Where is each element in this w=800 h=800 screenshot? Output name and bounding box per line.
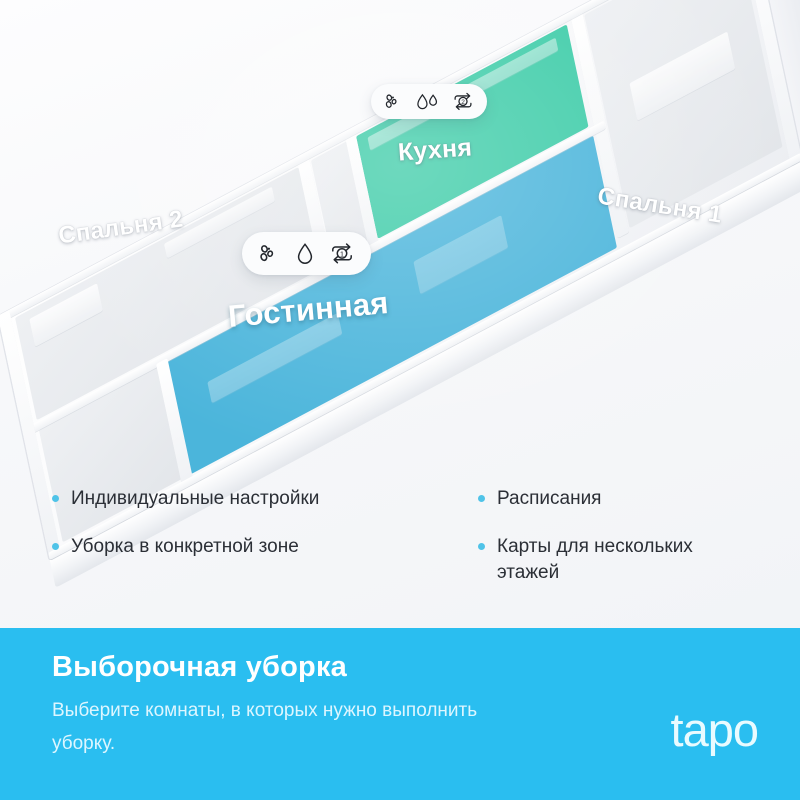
list-item[interactable]: Индивидуальные настройки: [52, 486, 400, 512]
feature-label: Индивидуальные настройки: [71, 488, 320, 509]
repeat-count-kitchen: 2: [461, 99, 465, 106]
feature-column-left: Индивидуальные настройки Уборка в конкре…: [0, 486, 400, 628]
isometric-floorplan: [0, 0, 800, 588]
bullet-dot-icon: [478, 495, 485, 502]
suction-dust-icon[interactable]: [257, 241, 282, 266]
banner-subtitle: Выберите комнаты, в которых нужно выполн…: [52, 700, 478, 754]
feature-column-right: Расписания Карты для нескольких этажей: [0, 486, 800, 608]
repeat-count-living: 1: [340, 250, 344, 259]
water-drop-icon[interactable]: [414, 91, 441, 112]
feature-label: Расписания: [497, 488, 602, 509]
repeat-icon[interactable]: 1: [328, 241, 356, 266]
bullet-dot-icon: [52, 543, 59, 550]
bottom-banner: Выборочная уборка Выберите комнаты, в ко…: [0, 628, 800, 800]
list-item[interactable]: Карты для нескольких этажей: [478, 534, 800, 586]
water-drop-icon[interactable]: [295, 241, 315, 266]
feature-label: Уборка в конкретной зоне: [71, 536, 299, 557]
repeat-icon[interactable]: 2: [451, 91, 475, 112]
cleaning-mode-badge-kitchen[interactable]: 2: [371, 84, 487, 119]
banner-title: Выборочная уборка: [52, 651, 348, 683]
bullet-dot-icon: [478, 543, 485, 550]
feature-label: Карты для нескольких этажей: [497, 536, 693, 583]
feature-bullet-list: Индивидуальные настройки Уборка в конкре…: [0, 486, 800, 628]
cleaning-mode-badge-living[interactable]: 1: [242, 232, 371, 275]
bullet-dot-icon: [52, 495, 59, 502]
tapo-logo: tapo: [670, 703, 759, 756]
list-item[interactable]: Расписания: [478, 486, 800, 512]
list-item[interactable]: Уборка в конкретной зоне: [52, 534, 400, 560]
floorplan-hero: Спальня 2 Кухня Спальня 1 Гостинная: [0, 0, 800, 628]
suction-dust-icon[interactable]: [383, 91, 404, 112]
